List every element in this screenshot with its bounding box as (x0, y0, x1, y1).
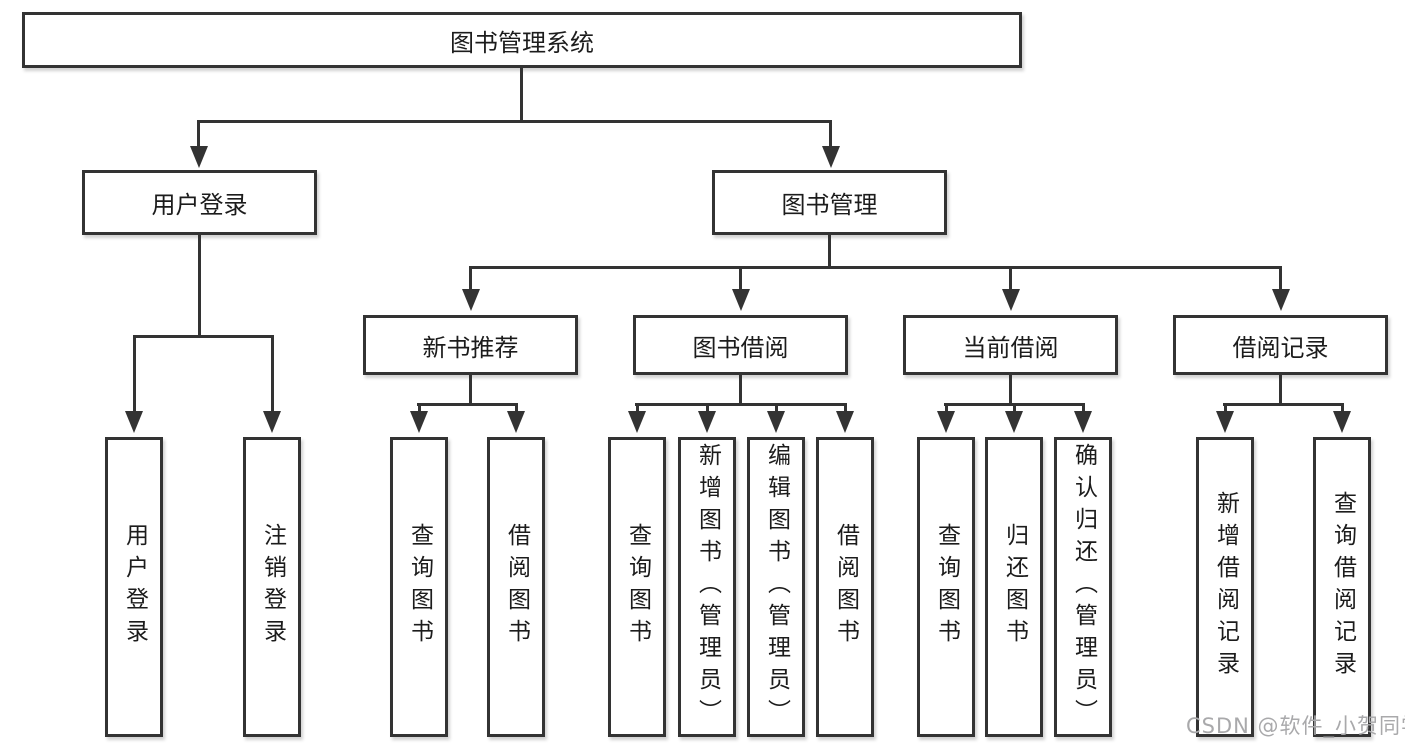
arrow-down-icon (190, 146, 208, 168)
leaf-query-books-3: 查询图书 (917, 437, 975, 737)
arrow-down-icon (263, 411, 281, 433)
node-book-management: 图书管理 (712, 170, 947, 235)
node-user-login: 用户登录 (82, 170, 317, 235)
connector-line (775, 403, 778, 413)
leaf-user-login: 用户登录 (105, 437, 163, 737)
leaf-query-books-2-label: 查询图书 (624, 523, 651, 651)
leaf-logout-label: 注销登录 (259, 523, 286, 651)
leaf-query-borrow-record: 查询借阅记录 (1313, 437, 1371, 737)
connector-line (197, 120, 200, 148)
connector-line (844, 403, 847, 413)
connector-line (1279, 266, 1282, 290)
arrow-down-icon (1272, 289, 1290, 311)
arrow-down-icon (1005, 411, 1023, 433)
connector-line (706, 403, 709, 413)
leaf-return-book: 归还图书 (985, 437, 1043, 737)
leaf-query-books-1-label: 查询图书 (406, 523, 433, 651)
connector-line (271, 335, 274, 413)
leaf-confirm-return-admin-label: 确认归还（管理员） (1070, 443, 1097, 731)
arrow-down-icon (698, 411, 716, 433)
arrow-down-icon (937, 411, 955, 433)
node-borrow-records-label: 借阅记录 (1232, 333, 1329, 362)
node-current-borrow-label: 当前借阅 (962, 333, 1059, 362)
arrow-down-icon (836, 411, 854, 433)
connector-line (520, 68, 523, 122)
connector-line (1279, 375, 1282, 405)
connector-line (635, 403, 846, 406)
connector-line (1013, 403, 1016, 413)
arrow-down-icon (628, 411, 646, 433)
node-new-book-recommend: 新书推荐 (363, 315, 578, 375)
connector-line (739, 266, 742, 290)
connector-line (1341, 403, 1344, 413)
arrow-down-icon (1074, 411, 1092, 433)
node-book-management-label: 图书管理 (781, 191, 878, 219)
connector-line (133, 335, 136, 413)
connector-line (469, 375, 472, 405)
leaf-borrow-books-1: 借阅图书 (487, 437, 545, 737)
csdn-watermark: CSDN @软件_小贺同学 (1186, 714, 1405, 738)
node-root-label: 图书管理系统 (450, 28, 594, 57)
arrow-down-icon (410, 411, 428, 433)
leaf-borrow-books-1-label: 借阅图书 (503, 523, 530, 651)
connector-line (515, 403, 518, 413)
connector-line (418, 403, 421, 413)
connector-line (197, 120, 832, 123)
arrow-down-icon (732, 289, 750, 311)
node-user-login-label: 用户登录 (151, 191, 248, 219)
node-new-book-recommend-label: 新书推荐 (422, 333, 519, 362)
arrow-down-icon (507, 411, 525, 433)
connector-line (133, 335, 274, 338)
connector-line (1223, 403, 1343, 406)
connector-line (1224, 403, 1227, 413)
arrow-down-icon (1333, 411, 1351, 433)
leaf-query-books-3-label: 查询图书 (933, 523, 960, 651)
leaf-add-book-admin: 新增图书（管理员） (678, 437, 736, 737)
node-book-borrow: 图书借阅 (633, 315, 848, 375)
leaf-return-book-label: 归还图书 (1001, 523, 1028, 651)
arrow-down-icon (1216, 411, 1234, 433)
leaf-add-book-admin-label: 新增图书（管理员） (694, 443, 721, 731)
leaf-borrow-books-2-label: 借阅图书 (832, 523, 859, 651)
node-book-borrow-label: 图书借阅 (692, 333, 789, 362)
connector-line (417, 403, 517, 406)
connector-line (636, 403, 639, 413)
arrow-down-icon (462, 289, 480, 311)
arrow-down-icon (822, 146, 840, 168)
node-current-borrow: 当前借阅 (903, 315, 1118, 375)
arrow-down-icon (1002, 289, 1020, 311)
connector-line (198, 235, 201, 337)
connector-line (1009, 375, 1012, 405)
node-root: 图书管理系统 (22, 12, 1022, 68)
connector-line (739, 375, 742, 405)
connector-line (469, 266, 472, 290)
connector-line (828, 235, 831, 268)
leaf-borrow-books-2: 借阅图书 (816, 437, 874, 737)
connector-line (1009, 266, 1012, 290)
connector-line (1082, 403, 1085, 413)
leaf-confirm-return-admin: 确认归还（管理员） (1054, 437, 1112, 737)
leaf-logout: 注销登录 (243, 437, 301, 737)
leaf-edit-book-admin: 编辑图书（管理员） (747, 437, 805, 737)
leaf-query-borrow-record-label: 查询借阅记录 (1329, 491, 1356, 683)
node-borrow-records: 借阅记录 (1173, 315, 1388, 375)
leaf-query-books-2: 查询图书 (608, 437, 666, 737)
leaf-user-login-label: 用户登录 (121, 523, 148, 651)
leaf-add-borrow-record: 新增借阅记录 (1196, 437, 1254, 737)
leaf-query-books-1: 查询图书 (390, 437, 448, 737)
connector-line (469, 266, 1282, 269)
arrow-down-icon (125, 411, 143, 433)
connector-line (945, 403, 948, 413)
connector-line (829, 120, 832, 148)
leaf-edit-book-admin-label: 编辑图书（管理员） (763, 443, 790, 731)
leaf-add-borrow-record-label: 新增借阅记录 (1212, 491, 1239, 683)
arrow-down-icon (767, 411, 785, 433)
